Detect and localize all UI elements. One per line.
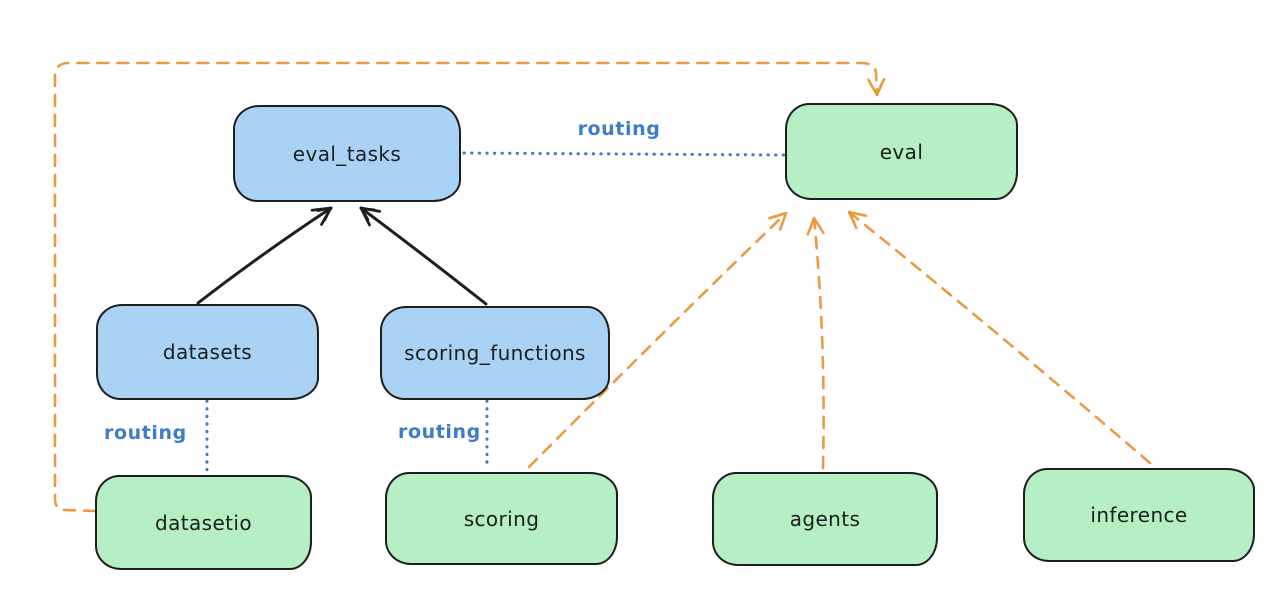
edge-inference-to-eval [847, 210, 1152, 465]
edge-scoring-to-eval [527, 211, 788, 469]
node-scoring: scoring [385, 472, 618, 565]
node-datasets: datasets [96, 304, 319, 400]
node-datasetio: datasetio [95, 475, 312, 570]
node-eval: eval [785, 103, 1018, 200]
node-scoring-functions-label: scoring_functions [404, 341, 586, 365]
node-datasets-label: datasets [162, 340, 253, 364]
node-eval-tasks: eval_tasks [233, 105, 461, 202]
edge-label-routing-scoring-functions-scoring: routing [398, 421, 481, 443]
node-scoring-functions: scoring_functions [380, 306, 610, 400]
edge-eval-tasks-to-eval-routing [462, 151, 786, 157]
edge-agents-to-eval [806, 216, 825, 470]
node-agents-label: agents [789, 507, 861, 531]
edge-datasetio-to-eval [53, 61, 886, 513]
node-inference: inference [1023, 468, 1255, 562]
node-eval-label: eval [879, 139, 924, 164]
edge-scoring-functions-to-eval-tasks [359, 206, 488, 306]
edge-datasets-to-eval-tasks [196, 206, 333, 305]
node-datasetio-label: datasetio [154, 510, 252, 535]
node-agents: agents [712, 472, 938, 566]
node-inference-label: inference [1090, 503, 1188, 527]
edge-label-routing-eval-tasks-eval: routing [577, 118, 661, 140]
node-eval-tasks-label: eval_tasks [292, 141, 402, 166]
node-scoring-label: scoring [463, 506, 540, 531]
edge-label-routing-datasets-datasetio: routing [104, 422, 187, 444]
